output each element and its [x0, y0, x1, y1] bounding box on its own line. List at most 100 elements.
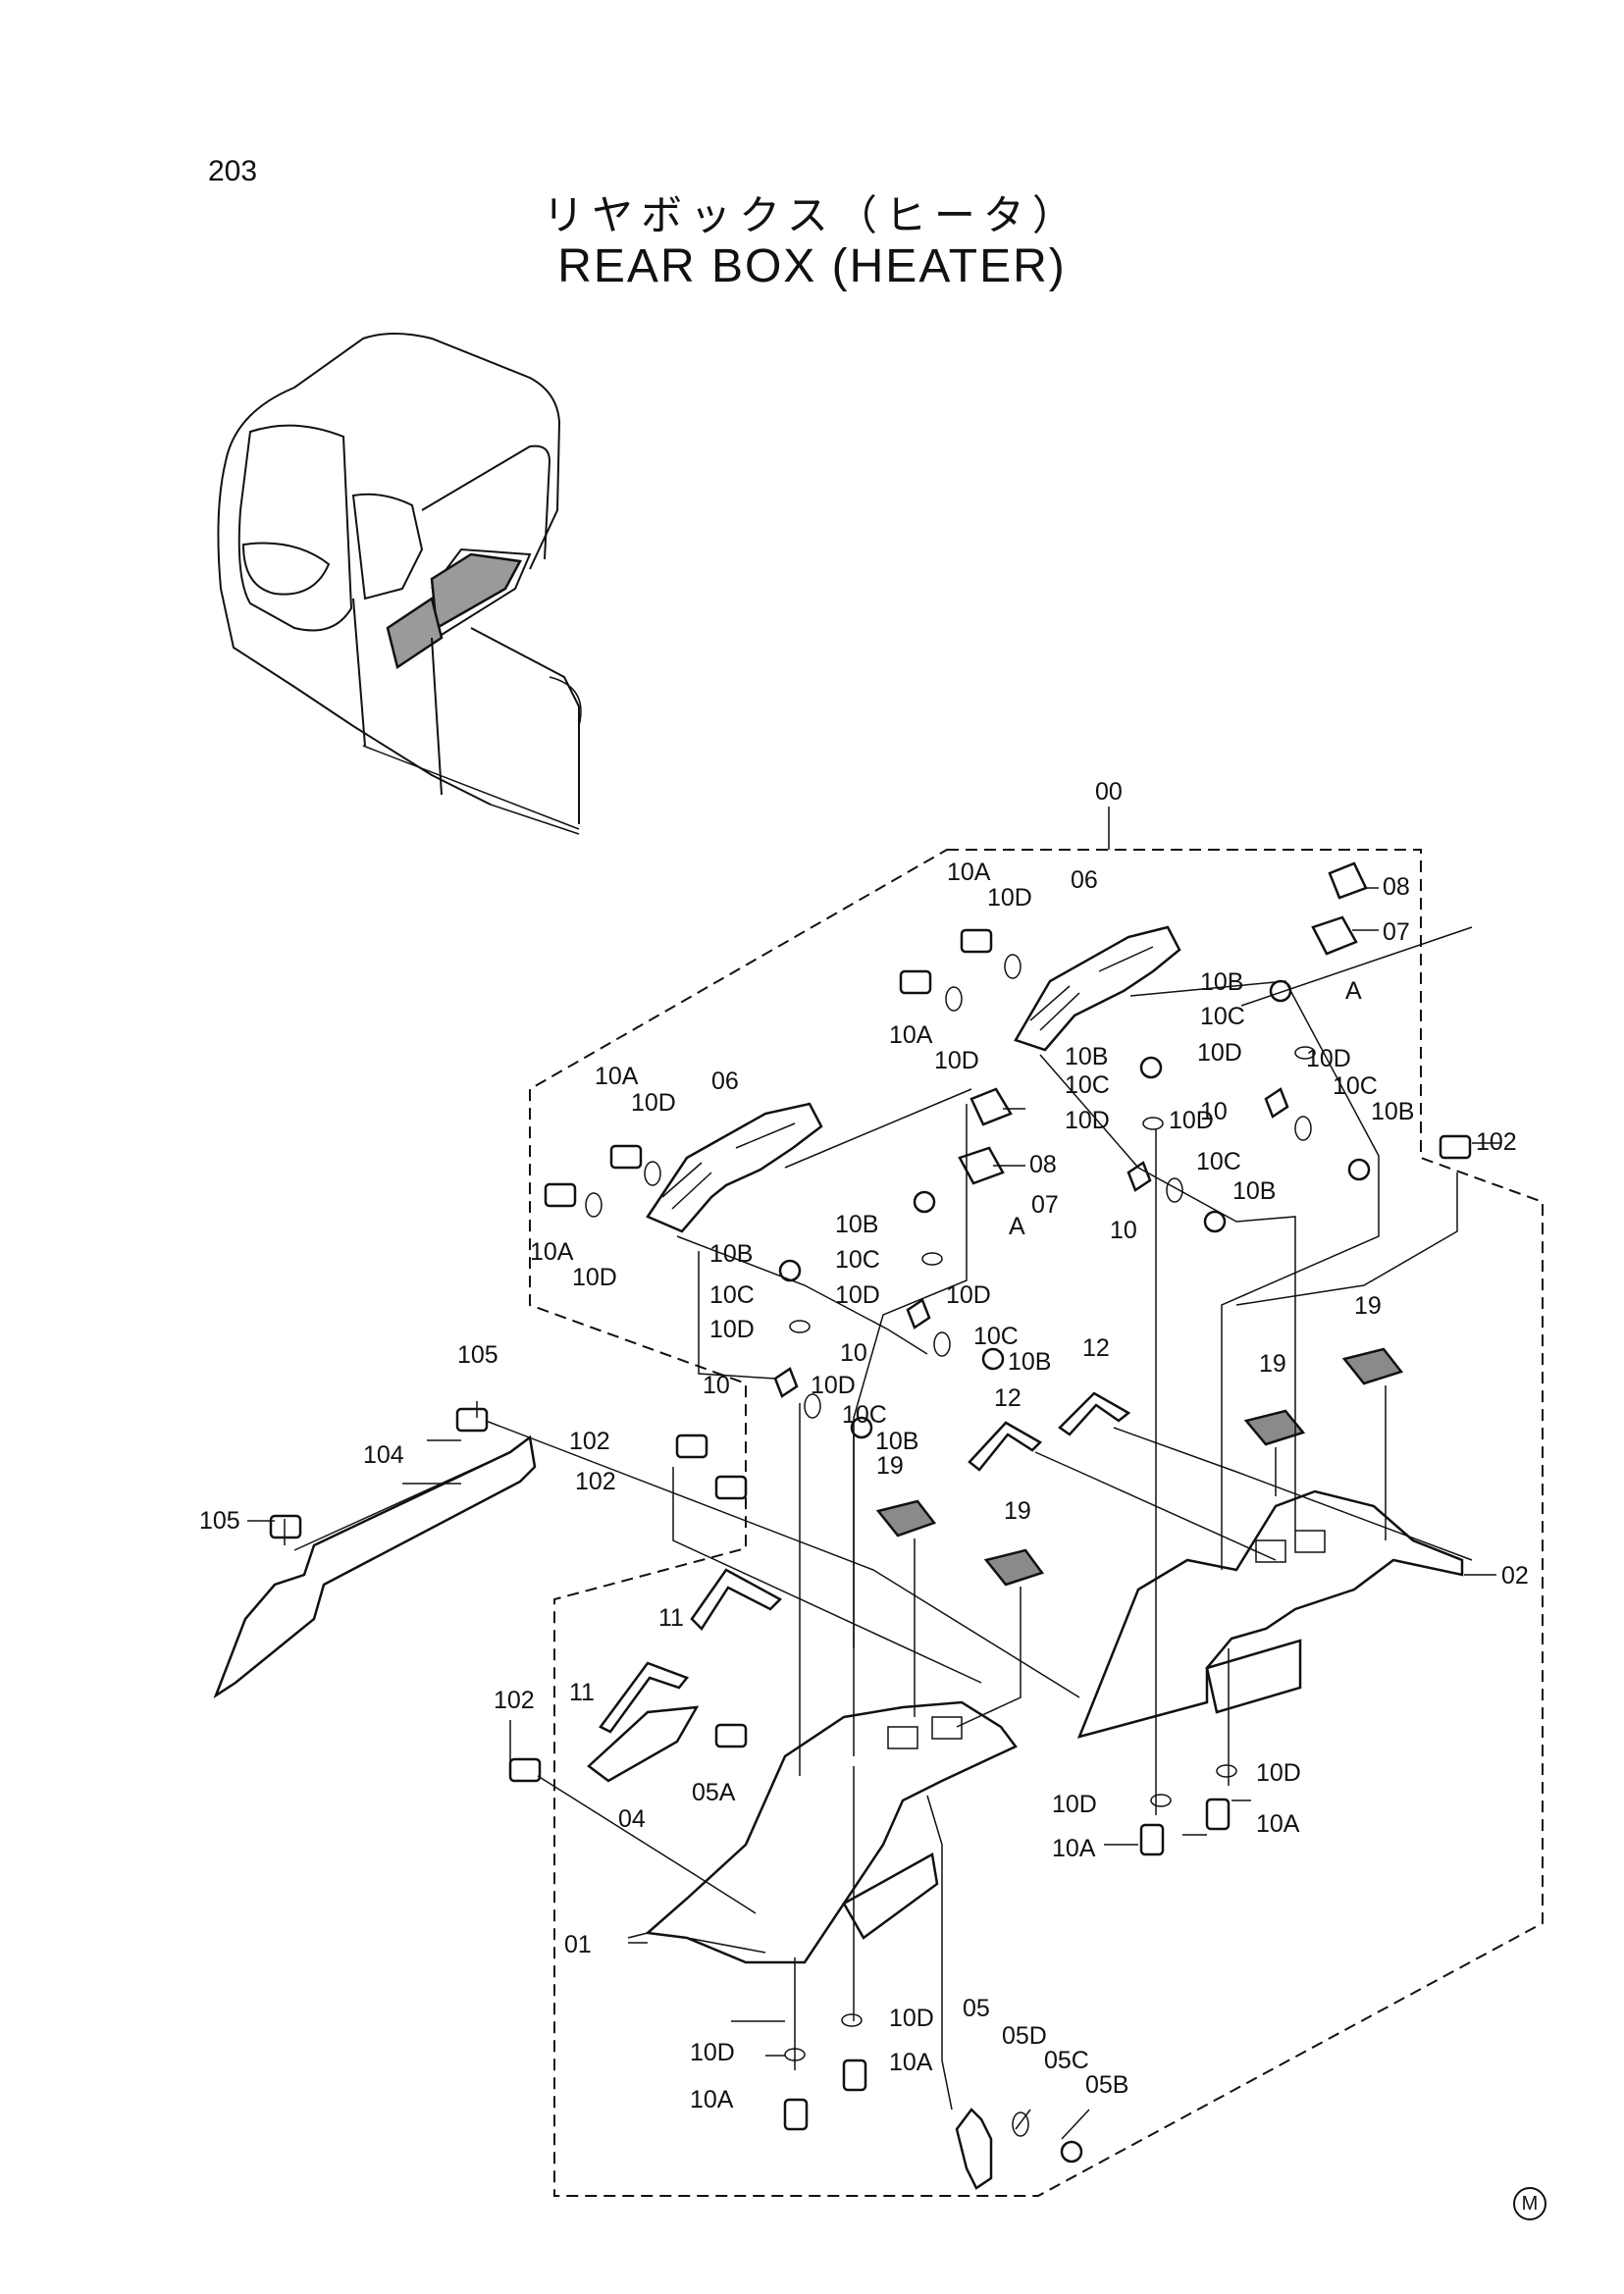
callout-05B: 05B — [1085, 2071, 1128, 2099]
callout-10B-5: 10B — [835, 1211, 878, 1238]
callout-10C-5: 10C — [835, 1246, 880, 1274]
callout-10A-7: 10A — [889, 2049, 933, 2076]
clamp-05 — [955, 2108, 993, 2190]
callout-12-a: 12 — [1082, 1334, 1110, 1362]
callout-10A-2: 10A — [889, 1021, 933, 1049]
callout-102-c: 102 — [575, 1468, 616, 1495]
callout-19-d: 19 — [876, 1452, 904, 1480]
callout-05C: 05C — [1044, 2047, 1089, 2074]
callout-04: 04 — [618, 1805, 646, 1833]
callout-10D-13: 10D — [1256, 1759, 1301, 1787]
clip-08-lower — [969, 1087, 1013, 1126]
plate-104 — [213, 1434, 537, 1699]
callout-08-upper: 08 — [1383, 873, 1410, 901]
callout-10-b: 10 — [1110, 1217, 1137, 1244]
strip-11-a — [690, 1568, 783, 1631]
callout-10A-5: 10A — [1256, 1810, 1300, 1838]
callout-10D-9: 10D — [835, 1281, 880, 1309]
callout-10B-3: 10B — [1065, 1043, 1108, 1070]
callout-10D-4: 10D — [1306, 1045, 1351, 1072]
callout-10A-4: 10A — [530, 1238, 574, 1266]
callout-11-a: 11 — [658, 1604, 684, 1632]
callout-102-d: 102 — [494, 1687, 535, 1714]
pad-19-d — [875, 1499, 937, 1538]
cab-overview-illustration — [217, 333, 582, 835]
callout-10D-12: 10D — [811, 1372, 856, 1399]
callout-07-upper: 07 — [1383, 918, 1410, 946]
callout-102-a: 102 — [1476, 1128, 1517, 1156]
callout-05D: 05D — [1002, 2022, 1047, 2050]
callout-A-upper: A — [1345, 977, 1362, 1005]
callout-10D-7: 10D — [631, 1089, 676, 1117]
connector-lines — [485, 926, 1473, 2140]
title-english: REAR BOX (HEATER) — [557, 240, 1067, 292]
callout-10-c: 10 — [840, 1339, 867, 1367]
pad-19-b — [1243, 1409, 1306, 1446]
callout-02: 02 — [1501, 1562, 1529, 1590]
m-mark-logo: M — [1513, 2187, 1546, 2220]
clip-07-upper — [1311, 915, 1358, 956]
callout-10D-14: 10D — [1052, 1791, 1097, 1818]
callout-10C-3: 10C — [1065, 1071, 1110, 1099]
m-mark-text: M — [1521, 2192, 1539, 2215]
callout-10A-8: 10A — [690, 2086, 734, 2113]
clip-07-lower — [958, 1146, 1005, 1185]
callout-06-lower: 06 — [711, 1068, 739, 1095]
callout-10A-3: 10A — [595, 1063, 639, 1090]
pad-19-c — [983, 1548, 1045, 1587]
callout-12-b: 12 — [994, 1384, 1022, 1412]
strip-11-b — [599, 1661, 690, 1734]
callout-10C-7: 10C — [973, 1323, 1019, 1350]
callout-10D-11: 10D — [709, 1316, 755, 1343]
callout-10-a: 10 — [1200, 1098, 1228, 1125]
callout-06-upper: 06 — [1071, 866, 1098, 894]
callout-05: 05 — [963, 1995, 990, 2022]
callout-10D-6: 10D — [1169, 1107, 1214, 1134]
callout-10D-15: 10D — [889, 2005, 934, 2032]
callout-105-b: 105 — [199, 1507, 240, 1535]
callout-10D-16: 10D — [690, 2039, 735, 2066]
cover-04 — [587, 1705, 700, 1783]
callout-11-b: 11 — [569, 1679, 595, 1706]
callout-01: 01 — [564, 1931, 592, 1958]
callout-10C-8: 10C — [842, 1401, 887, 1429]
bracket-06-lower — [646, 1102, 823, 1233]
strip-12-a — [1058, 1391, 1131, 1436]
callout-19-c: 19 — [1004, 1497, 1031, 1525]
support-02 — [1076, 1489, 1464, 1739]
callout-05A: 05A — [692, 1779, 736, 1806]
callout-10D-10: 10D — [946, 1281, 991, 1309]
callout-10B-2: 10B — [1371, 1098, 1414, 1125]
callout-10D-3: 10D — [1197, 1039, 1242, 1067]
callout-10D-5: 10D — [1065, 1107, 1110, 1134]
callout-10C-2: 10C — [1333, 1072, 1378, 1100]
leader-lines — [247, 887, 1501, 2057]
callout-07-lower: 07 — [1031, 1191, 1059, 1219]
callout-10D-1: 10D — [987, 884, 1032, 912]
callout-10B-6: 10B — [709, 1240, 753, 1268]
callout-10A-6: 10A — [1052, 1835, 1096, 1862]
callout-102-b: 102 — [569, 1428, 610, 1455]
callout-10D-2: 10D — [934, 1047, 979, 1074]
bracket-06-upper — [1014, 925, 1181, 1052]
support-01 — [645, 1700, 1018, 1964]
callout-19-b: 19 — [1259, 1350, 1286, 1378]
callout-10C-1: 10C — [1200, 1003, 1245, 1030]
callout-19-a: 19 — [1354, 1292, 1382, 1320]
callout-10A-1: 10A — [947, 859, 991, 886]
callout-10C-4: 10C — [1196, 1148, 1241, 1175]
pad-19-a — [1341, 1347, 1404, 1385]
assembly-00-boundary — [529, 849, 1544, 2197]
callout-00: 00 — [1095, 778, 1123, 806]
callout-105-a: 105 — [457, 1341, 498, 1369]
page-number: 203 — [208, 155, 258, 187]
title-japanese: リヤボックス（ヒータ） — [543, 191, 1081, 239]
callout-10B-8: 10B — [875, 1428, 918, 1455]
strip-12-b — [968, 1421, 1043, 1472]
callout-104: 104 — [363, 1441, 404, 1469]
callout-10D-8: 10D — [572, 1264, 617, 1291]
callout-10B-1: 10B — [1200, 968, 1243, 996]
callout-10B-4: 10B — [1232, 1177, 1276, 1205]
callout-10-d: 10 — [703, 1372, 730, 1399]
